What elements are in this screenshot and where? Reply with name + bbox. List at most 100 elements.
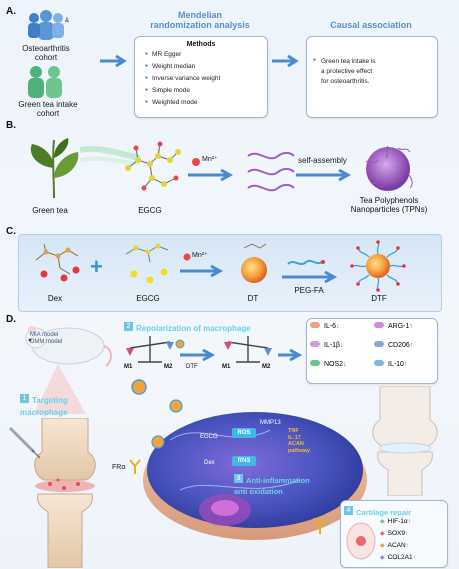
mouse-model-icon xyxy=(25,326,112,367)
methods-title: Methods xyxy=(186,41,216,48)
marker-name: NOS2 xyxy=(324,361,344,368)
dtf-particle-icon xyxy=(131,379,147,395)
green-tea-leaf-icon xyxy=(30,138,79,199)
repair-icon: ◆ xyxy=(380,543,385,549)
green-tea-cohort-icon xyxy=(28,66,62,98)
panel-d-letter: D. xyxy=(6,314,16,325)
tpn-label: Tea Polyphenols Nanoparticles (TPNs) xyxy=(350,196,428,214)
egcg-molecule-icon xyxy=(125,141,181,191)
dtf-label-d: DTF xyxy=(186,364,198,370)
mn-ion-icon xyxy=(192,158,200,166)
egcg-label-c: EGCG xyxy=(136,294,160,303)
extraction-swoosh-icon xyxy=(80,146,140,166)
dtf-nanoparticle-icon xyxy=(350,240,406,292)
dt-nanoparticle-icon xyxy=(241,243,267,283)
egcg-label: EGCG xyxy=(138,206,162,215)
marker-icon xyxy=(374,360,384,366)
repair-direction: ↑ xyxy=(407,518,411,525)
green-tea-cohort-label: Green tea intake cohort xyxy=(18,100,78,118)
targeting-beam-icon xyxy=(34,364,86,414)
marker-direction: ↑ xyxy=(409,342,414,349)
peg-fa-label: PEG-FA xyxy=(294,286,324,295)
arrow-right-icon xyxy=(278,348,303,362)
method-item: Inverse variance weight xyxy=(145,73,267,85)
osteoarthritis-cohort-label: Osteoarthritis cohort xyxy=(22,44,70,62)
method-item: MR Egger xyxy=(145,49,267,61)
green-tea-label: Green tea xyxy=(32,206,68,215)
dex-label: Dex xyxy=(47,294,63,303)
marker-direction: ↑ xyxy=(409,323,413,330)
chondrocyte-icon xyxy=(346,522,376,560)
repair-name: HIF-1α xyxy=(387,518,408,525)
step-badge-2: 2 xyxy=(124,322,133,332)
self-assembly-label: self-assembly xyxy=(298,156,347,165)
repair-list: ◆HIF-1α↑◆SOX9↑◆ACAN↑◆COL2A1↑ xyxy=(380,516,444,564)
markers-box xyxy=(306,318,438,384)
bullet-icon: ● xyxy=(313,57,317,63)
rns-badge: RNS xyxy=(232,456,256,466)
osteoarthritis-cohort-icon: & xyxy=(28,10,69,40)
marker-icon xyxy=(374,341,384,347)
marker-direction: ↑ xyxy=(403,361,408,368)
marker-item: IL-10↑ xyxy=(374,360,407,368)
arrow-right-icon xyxy=(188,168,234,182)
pathway-label: TNF IL-17 ACAN pathway xyxy=(288,428,311,454)
arrow-right-icon xyxy=(100,54,127,68)
m2-label: M2 xyxy=(164,364,173,370)
marker-direction: ↓ xyxy=(343,361,347,368)
causal-header: Causal association xyxy=(330,20,412,30)
peg-fa-chain-icon xyxy=(287,259,325,265)
fra-label: FRα xyxy=(112,464,126,471)
marker-item: CD206↑ xyxy=(374,341,413,349)
repair-name: SOX9 xyxy=(387,530,405,537)
method-item: Weight median xyxy=(145,61,267,73)
panel-a-letter: A. xyxy=(6,6,16,17)
mn-label-b: Mn²⁺ xyxy=(202,156,218,163)
healthy-knee-icon xyxy=(372,386,438,496)
causal-text: Green tea intake is a protective effect … xyxy=(321,58,376,85)
step-badge-1: 1 xyxy=(20,394,29,404)
repair-item: ◆COL2A1↑ xyxy=(380,552,444,564)
step4-text: Cartilage repair xyxy=(356,508,412,517)
repair-item: ◆HIF-1α↑ xyxy=(380,516,444,528)
marker-item: NOS2↓ xyxy=(310,360,347,368)
marker-name: IL-6 xyxy=(324,323,337,330)
mmp13-label: MMP13 xyxy=(260,420,281,426)
marker-name: CD206 xyxy=(388,342,410,349)
repair-direction: ↑ xyxy=(404,530,409,537)
marker-item: IL-1β↓ xyxy=(310,341,344,349)
step-badge-3: 3 xyxy=(234,474,243,484)
method-item: Weighted mode xyxy=(145,97,267,109)
receptor-icon xyxy=(313,517,327,534)
mr-analysis-header: Mendelian randomization analysis xyxy=(150,10,250,30)
arrow-right-icon xyxy=(272,54,299,68)
step3-text: Anti-inflammation anti oxidation xyxy=(234,476,310,496)
step-badge-4: 4 xyxy=(344,506,353,516)
repair-name: ACAN xyxy=(387,542,406,549)
repair-direction: ↑ xyxy=(405,542,409,549)
panel-b-letter: B. xyxy=(6,120,16,131)
tpn-nanoparticle-icon xyxy=(365,145,413,191)
balance-scale-m1-icon xyxy=(126,336,174,363)
m1-label-2: M1 xyxy=(222,364,231,370)
marker-icon xyxy=(310,360,320,366)
repair-name: COL2A1 xyxy=(387,554,413,561)
repair-icon: ◆ xyxy=(380,519,385,525)
arrow-right-icon xyxy=(180,348,216,362)
step1-text: Targeting macrophage xyxy=(20,396,68,417)
causal-box: Green tea intake is a protective effect … xyxy=(306,36,438,118)
ros-badge: ROS xyxy=(232,428,256,438)
marker-item: IL-6↓ xyxy=(310,322,340,330)
marker-direction: ↓ xyxy=(336,323,340,330)
step2-text: Repolarization of macrophage xyxy=(136,324,251,333)
marker-name: IL-1β xyxy=(324,342,341,349)
marker-direction: ↓ xyxy=(340,342,344,349)
markers-grid: IL-6↓ARG-1↑IL-1β↓CD206↑NOS2↓IL-10↑ xyxy=(310,322,434,380)
m1-label: M1 xyxy=(124,364,133,370)
dex-inner-label: Dex xyxy=(204,460,215,466)
